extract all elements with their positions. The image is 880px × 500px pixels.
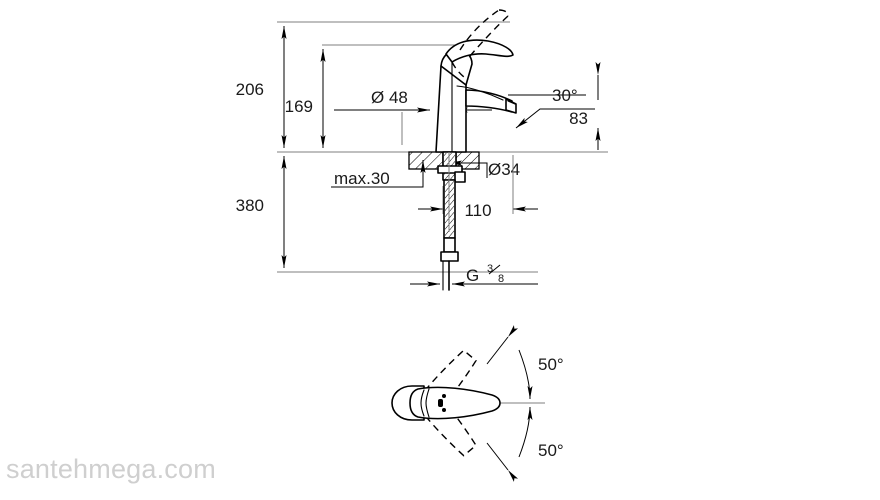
thread-label-numerator: 3: [487, 263, 493, 275]
thread-label-denominator: 8: [498, 273, 504, 285]
lever-index-dot-lower: [442, 408, 446, 412]
lever-index-dot-upper: [442, 394, 446, 398]
dimension-50deg-up-leader: [486, 325, 519, 365]
dimension-50deg-down-label: 50°: [538, 441, 564, 460]
thread-label-g: G: [466, 266, 479, 285]
elevation-view: 206 169 380 83 30°: [236, 9, 608, 291]
dimension-206-label: 206: [236, 80, 264, 99]
dimension-max30-label: max.30: [334, 169, 390, 188]
lever-position-up-50: [416, 349, 477, 416]
dimension-50deg-down-leader: [486, 442, 519, 482]
dimension-d48-label: Ø 48: [371, 88, 408, 107]
lever-inner-contour: [420, 389, 425, 417]
dimension-30deg-label: 30°: [552, 86, 578, 105]
dimension-83-label: 83: [569, 109, 588, 128]
dimension-110-label: 110: [464, 201, 491, 220]
dimension-50deg-up-label: 50°: [538, 355, 564, 374]
hose-connector-nut: [440, 251, 459, 262]
faucet-aerator: [505, 98, 517, 114]
faucet-spout: [465, 89, 513, 113]
hose-connector-body: [443, 237, 456, 253]
lever-raised-outline-upper: [459, 9, 500, 51]
lever-inner-contour-2: [425, 388, 430, 418]
dimension-diameter-48: Ø 48: [334, 88, 492, 145]
dimension-380-label: 380: [236, 196, 264, 215]
dimension-380: 380: [236, 156, 287, 268]
lever-slot: [438, 399, 443, 407]
plan-view-lever-swivel: 50° 50°: [391, 325, 564, 482]
lever-top-view: [391, 385, 501, 421]
site-watermark: santehmega.com: [6, 454, 216, 484]
dimension-50deg-up-arc: [518, 349, 533, 400]
faucet-lever-handle: [445, 39, 514, 63]
dimension-50deg-up: 50°: [486, 325, 564, 400]
thread-fraction-bar: [488, 264, 501, 275]
faucet-body-elevation: [435, 9, 517, 153]
faucet-spout-contour: [456, 85, 504, 101]
lever-outline-down: [416, 390, 477, 457]
dimension-169-label: 169: [285, 97, 313, 116]
dimension-50deg-down: 50°: [486, 406, 564, 482]
lever-position-down-50: [416, 390, 477, 457]
faucet-mounting-assembly: [437, 151, 466, 291]
lever-raised-outline-tip: [498, 9, 509, 17]
dimension-30deg-angle-leader: [515, 108, 595, 129]
dimension-50deg-down-arc: [518, 406, 533, 458]
lever-outline-up: [416, 349, 477, 416]
dimension-110: 110: [418, 155, 538, 220]
faucet-aerator-detail: [507, 100, 516, 105]
dimension-d34-label: Ø34: [488, 160, 520, 179]
mounting-bolt-head: [454, 171, 466, 183]
lever-handle-plan: [409, 386, 501, 420]
mounting-nut: [437, 165, 463, 174]
dimension-169: 169: [285, 49, 326, 148]
dimension-83: 83: [569, 62, 601, 150]
dimension-30deg: 30°: [508, 86, 595, 129]
lever-raised-outline-lower: [469, 15, 509, 57]
dimension-thread-g38: G 3 8: [405, 263, 538, 287]
dimension-206: 206: [236, 26, 287, 148]
lever-pivot-hidden: [451, 61, 469, 81]
